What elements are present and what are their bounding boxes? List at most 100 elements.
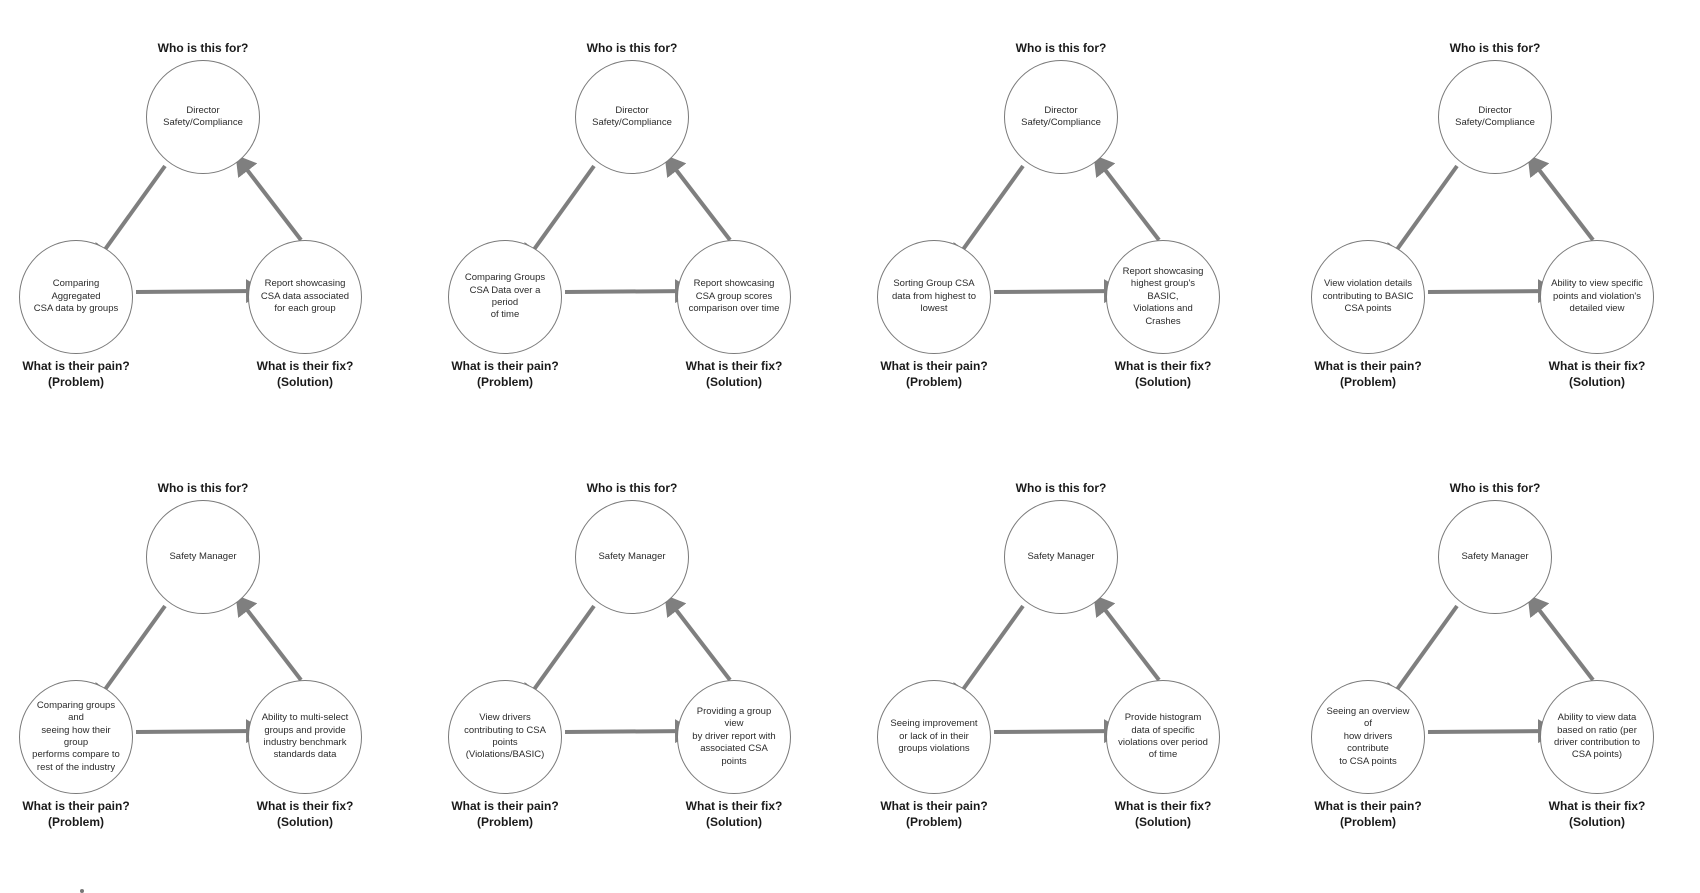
pain-label: What is their pain? (Problem) (451, 359, 559, 389)
cycle-arrows (951, 154, 1161, 304)
pain-label: What is their pain? (Problem) (1314, 799, 1422, 829)
arrow-persona-to-problem (522, 604, 596, 706)
who-label: Who is this for? (157, 481, 249, 495)
who-label: Who is this for? (157, 41, 249, 55)
persona-circle-text: Director Safety/Compliance (163, 104, 243, 128)
pain-label: What is their pain? (Problem) (1314, 359, 1422, 389)
persona-circle-text: Safety Manager (598, 550, 666, 562)
who-label: Who is this for? (1015, 481, 1107, 495)
persona-circle: Director Safety/Compliance (1438, 60, 1552, 174)
persona-circle-text: Director Safety/Compliance (1021, 104, 1101, 128)
solution-circle: Report showcasing highest group's BASIC,… (1106, 240, 1220, 354)
pain-label: What is their pain? (Problem) (880, 359, 988, 389)
persona-circle-text: Safety Manager (1027, 550, 1095, 562)
arrow-persona-to-problem (951, 604, 1025, 706)
pain-label: What is their pain? (Problem) (22, 799, 130, 829)
arrow-problem-to-solution (993, 719, 1124, 744)
arrow-solution-to-persona (1093, 594, 1161, 682)
persona-circle: Safety Manager (575, 500, 689, 614)
problem-circle: View drivers contributing to CSA points … (448, 680, 562, 794)
arrow-persona-to-problem (1385, 604, 1459, 706)
arrow-persona-to-problem (93, 604, 167, 706)
cycle-arrows (951, 594, 1161, 744)
fix-label: What is their fix? (Solution) (1548, 799, 1646, 829)
persona-circle-text: Safety Manager (169, 550, 237, 562)
cycle-arrows (93, 154, 303, 304)
problem-circle-text: Comparing groups and seeing how their gr… (32, 699, 120, 773)
solution-circle: Ability to view specific points and viol… (1540, 240, 1654, 354)
arrow-solution-to-persona (235, 594, 303, 682)
solution-circle-text: Ability to view data based on ratio (per… (1553, 712, 1641, 761)
problem-circle-text: View drivers contributing to CSA points … (464, 712, 546, 761)
problem-circle-text: Comparing Groups CSA Data over a period … (464, 272, 546, 321)
arrow-persona-to-problem (522, 164, 596, 266)
arrow-problem-to-solution (564, 279, 695, 304)
arrow-problem-to-solution (1427, 719, 1558, 744)
pain-label: What is their pain? (Problem) (22, 359, 130, 389)
persona-cycle-diagram: Who is this for?Director Safety/Complian… (447, 38, 817, 418)
persona-circle: Safety Manager (1438, 500, 1552, 614)
arrow-solution-to-persona (664, 594, 732, 682)
problem-circle: Seeing an overview of how drivers contri… (1311, 680, 1425, 794)
problem-circle: Sorting Group CSA data from highest to l… (877, 240, 991, 354)
problem-circle-text: View violation details contributing to B… (1322, 278, 1414, 315)
arrow-solution-to-persona (664, 154, 732, 242)
solution-circle-text: Providing a group view by driver report … (692, 706, 776, 767)
solution-circle: Provide histogram data of specific viola… (1106, 680, 1220, 794)
fix-label: What is their fix? (Solution) (685, 359, 783, 389)
cycle-arrows (1385, 154, 1595, 304)
pain-label: What is their pain? (Problem) (451, 799, 559, 829)
solution-circle: Report showcasing CSA data associated fo… (248, 240, 362, 354)
who-label: Who is this for? (1449, 41, 1541, 55)
solution-circle-text: Report showcasing CSA data associated fo… (260, 278, 350, 315)
persona-circle-text: Safety Manager (1461, 550, 1529, 562)
solution-circle: Providing a group view by driver report … (677, 680, 791, 794)
pain-label: What is their pain? (Problem) (880, 799, 988, 829)
fix-label: What is their fix? (Solution) (685, 799, 783, 829)
fix-label: What is their fix? (Solution) (256, 799, 354, 829)
who-label: Who is this for? (1449, 481, 1541, 495)
arrow-problem-to-solution (135, 279, 266, 304)
cycle-arrows (522, 594, 732, 744)
arrow-problem-to-solution (135, 719, 266, 744)
arrow-solution-to-persona (1527, 154, 1595, 242)
persona-circle: Director Safety/Compliance (575, 60, 689, 174)
fix-label: What is their fix? (Solution) (1548, 359, 1646, 389)
solution-circle: Report showcasing CSA group scores compa… (677, 240, 791, 354)
problem-circle-text: Seeing an overview of how drivers contri… (1326, 706, 1410, 767)
arrow-solution-to-persona (235, 154, 303, 242)
problem-circle: View violation details contributing to B… (1311, 240, 1425, 354)
stray-dot (80, 889, 84, 893)
who-label: Who is this for? (1015, 41, 1107, 55)
problem-circle: Comparing Aggregated CSA data by groups (19, 240, 133, 354)
fix-label: What is their fix? (Solution) (1114, 799, 1212, 829)
fix-label: What is their fix? (Solution) (1114, 359, 1212, 389)
arrow-problem-to-solution (564, 719, 695, 744)
fix-label: What is their fix? (Solution) (256, 359, 354, 389)
problem-circle-text: Comparing Aggregated CSA data by groups (33, 278, 119, 315)
arrow-persona-to-problem (951, 164, 1025, 266)
who-label: Who is this for? (586, 481, 678, 495)
problem-circle: Comparing Groups CSA Data over a period … (448, 240, 562, 354)
solution-circle: Ability to view data based on ratio (per… (1540, 680, 1654, 794)
cycle-arrows (1385, 594, 1595, 744)
solution-circle-text: Report showcasing highest group's BASIC,… (1122, 266, 1204, 327)
problem-circle-text: Sorting Group CSA data from highest to l… (892, 278, 976, 315)
arrow-problem-to-solution (1427, 279, 1558, 304)
solution-circle: Ability to multi-select groups and provi… (248, 680, 362, 794)
persona-circle-text: Director Safety/Compliance (1455, 104, 1535, 128)
arrow-persona-to-problem (1385, 164, 1459, 266)
arrow-problem-to-solution (993, 279, 1124, 304)
solution-circle-text: Ability to multi-select groups and provi… (261, 712, 349, 761)
problem-circle: Seeing improvement or lack of in their g… (877, 680, 991, 794)
solution-circle-text: Report showcasing CSA group scores compa… (688, 278, 780, 315)
persona-cycle-diagram: Who is this for? Director Safety/Complian… (18, 38, 388, 418)
cycle-arrows (522, 154, 732, 304)
arrow-persona-to-problem (93, 164, 167, 266)
solution-circle-text: Ability to view specific points and viol… (1551, 278, 1643, 315)
cycle-arrows (93, 594, 303, 744)
